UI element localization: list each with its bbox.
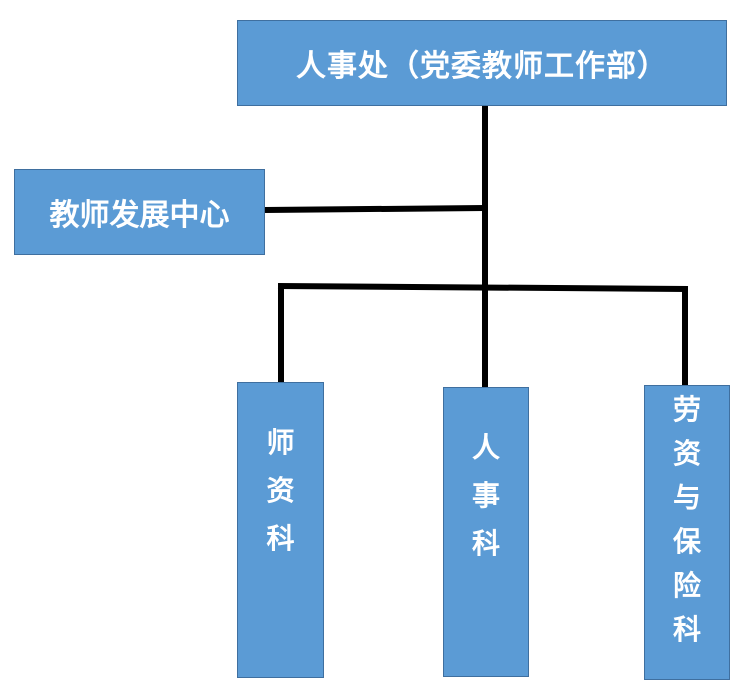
department-char: 人 [471, 431, 500, 464]
department-char: 事 [471, 479, 500, 512]
department-char: 资 [672, 437, 701, 470]
side-unit-node: 教师发展中心 [14, 169, 265, 255]
horizontal-bus-line [277, 283, 689, 292]
root-node: 人事处（党委教师工作部） [237, 20, 727, 106]
department-node-1: 师 资 科 [237, 382, 324, 678]
department-char: 保 [672, 525, 701, 558]
department-node-2: 人 事 科 [443, 387, 529, 677]
department-char: 科 [266, 522, 295, 555]
department-node-3: 劳 资 与 保 险 科 [644, 385, 730, 680]
department-char: 资 [266, 474, 295, 507]
department-char: 科 [672, 613, 701, 646]
department-char: 劳 [672, 393, 701, 426]
department-char: 险 [672, 569, 701, 602]
side-unit-label: 教师发展中心 [49, 198, 230, 233]
department-label-2: 人 事 科 [472, 424, 500, 568]
root-node-label: 人事处（党委教师工作部） [296, 49, 668, 84]
department-char: 师 [266, 426, 295, 459]
side-branch-line [264, 205, 486, 213]
department-label-3: 劳 资 与 保 险 科 [673, 388, 701, 652]
department-label-1: 师 资 科 [266, 419, 294, 563]
department-char: 与 [672, 481, 701, 514]
department-char: 科 [471, 527, 500, 560]
